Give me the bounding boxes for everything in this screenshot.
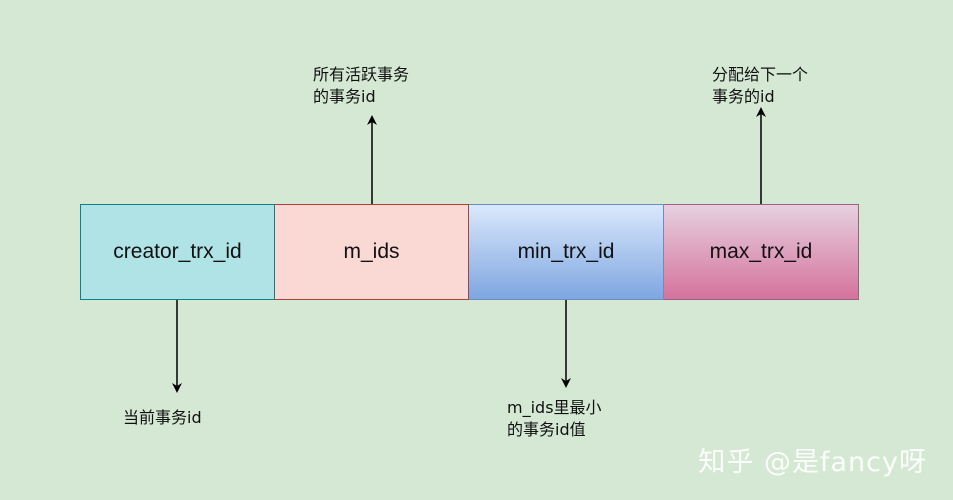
min-trx-id-annotation: m_ids里最小 的事务id值 <box>507 398 602 439</box>
creator-trx-id-annotation: 当前事务id <box>123 408 202 427</box>
m-ids-label: m_ids <box>343 240 400 263</box>
min-trx-id-box: min_trx_id <box>469 204 664 300</box>
max-trx-id-box: max_trx_id <box>664 204 859 300</box>
watermark: 知乎 @是fancy呀 <box>698 447 927 478</box>
m-ids-annotation: 所有活跃事务 的事务id <box>313 65 410 106</box>
creator-trx-id-label: creator_trx_id <box>113 240 242 263</box>
max-trx-id-label: max_trx_id <box>709 240 813 263</box>
max-trx-id-annotation: 分配给下一个 事务的id <box>712 65 809 106</box>
m-ids-box: m_ids <box>275 204 469 300</box>
creator-trx-id-box: creator_trx_id <box>80 204 275 300</box>
min-trx-id-label: min_trx_id <box>517 240 615 263</box>
